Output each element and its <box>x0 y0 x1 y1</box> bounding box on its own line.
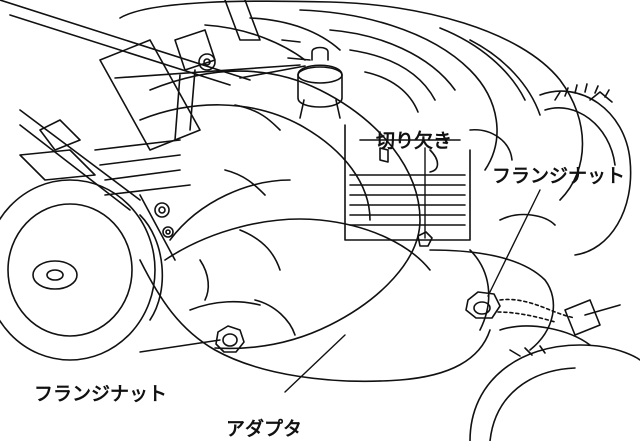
label-adapter: アダプタ <box>226 418 303 440</box>
label-flange-nut-right: フランジナット <box>492 165 626 187</box>
flange-nut-left <box>215 325 245 353</box>
leader-flange-right <box>487 189 541 297</box>
engine-shroud <box>119 0 584 201</box>
label-flange-nut-left: フランジナット <box>34 383 168 405</box>
wheel-left <box>0 179 164 361</box>
leader-lines <box>139 147 541 393</box>
flange-nut-right <box>465 291 576 323</box>
leader-flange-left <box>139 339 221 353</box>
leader-adapter <box>284 334 346 393</box>
mower-deck <box>139 213 556 383</box>
handle-assembly-left <box>19 39 201 261</box>
handle-bar <box>0 0 306 141</box>
wheel-right-lower <box>469 299 640 441</box>
wheel-right-upper <box>539 83 632 256</box>
fuel-cap <box>297 46 343 119</box>
label-notch: 切り欠き <box>376 130 453 152</box>
adapter-bracket <box>139 70 431 350</box>
